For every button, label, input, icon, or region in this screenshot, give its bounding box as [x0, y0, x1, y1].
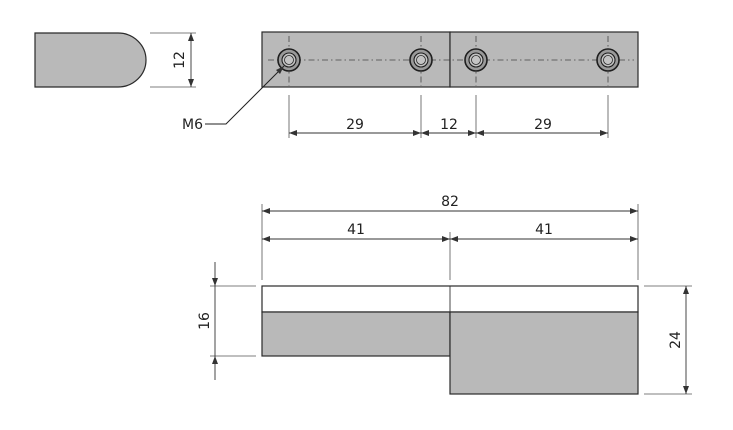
hole-2	[409, 36, 433, 86]
front-view-left-block	[261, 311, 451, 357]
m6-leader	[205, 65, 285, 125]
front-view-right-block	[449, 311, 639, 395]
side-view: 12	[34, 32, 196, 88]
front-dim-left-half-label: 41	[347, 222, 365, 238]
top-dim-arrow-6	[600, 130, 608, 136]
side-view-arrow-top	[188, 33, 194, 41]
front-dim-left-height-label: 16	[197, 312, 213, 330]
top-dim-right-label: 29	[534, 117, 552, 133]
top-dim-center-label: 12	[440, 117, 458, 133]
top-dim-arrow-3	[421, 130, 429, 136]
hole-1-thread	[284, 55, 294, 65]
front-dim-half-arrow-3	[450, 236, 458, 242]
front-dim-right-height-arrow-top	[683, 286, 689, 294]
hole-1-bore	[281, 52, 297, 68]
top-dim-arrow-2	[413, 130, 421, 136]
front-dim-right-height-arrow-bottom	[683, 386, 689, 394]
hole-3-thread	[471, 55, 481, 65]
front-dim-right-height-label: 24	[668, 331, 684, 349]
front-dim-right-half-label: 41	[535, 222, 553, 238]
side-view-height-label: 12	[172, 51, 188, 69]
front-view: 82 41 41 16 24	[197, 194, 692, 395]
top-dim-left-label: 29	[346, 117, 364, 133]
front-dim-overall-arrow-left	[262, 208, 270, 214]
top-dim-arrow-5	[476, 130, 484, 136]
front-dim-overall-label: 82	[441, 194, 459, 210]
front-dim-half-arrow-2	[442, 236, 450, 242]
hole-2-thread	[416, 55, 426, 65]
m6-leader-arrow	[276, 66, 284, 74]
front-dim-left-height-arrow-top	[212, 278, 218, 286]
front-dim-left-height-arrow-bottom	[212, 356, 218, 364]
top-dim-arrow-1	[289, 130, 297, 136]
side-view-body	[34, 32, 147, 88]
hole-3	[464, 36, 488, 86]
hole-4	[596, 36, 620, 86]
hole-4-bore	[600, 52, 616, 68]
top-dim-arrow-4	[468, 130, 476, 136]
top-view: M6 29 12 29	[182, 31, 639, 138]
front-dim-half-arrow-4	[630, 236, 638, 242]
front-dim-half-arrow-1	[262, 236, 270, 242]
front-dim-overall-arrow-right	[630, 208, 638, 214]
m6-callout-label: M6	[182, 117, 203, 133]
hole-1	[277, 36, 301, 86]
hole-4-thread	[603, 55, 613, 65]
side-view-arrow-bottom	[188, 79, 194, 87]
hole-3-bore	[468, 52, 484, 68]
hole-2-bore	[413, 52, 429, 68]
